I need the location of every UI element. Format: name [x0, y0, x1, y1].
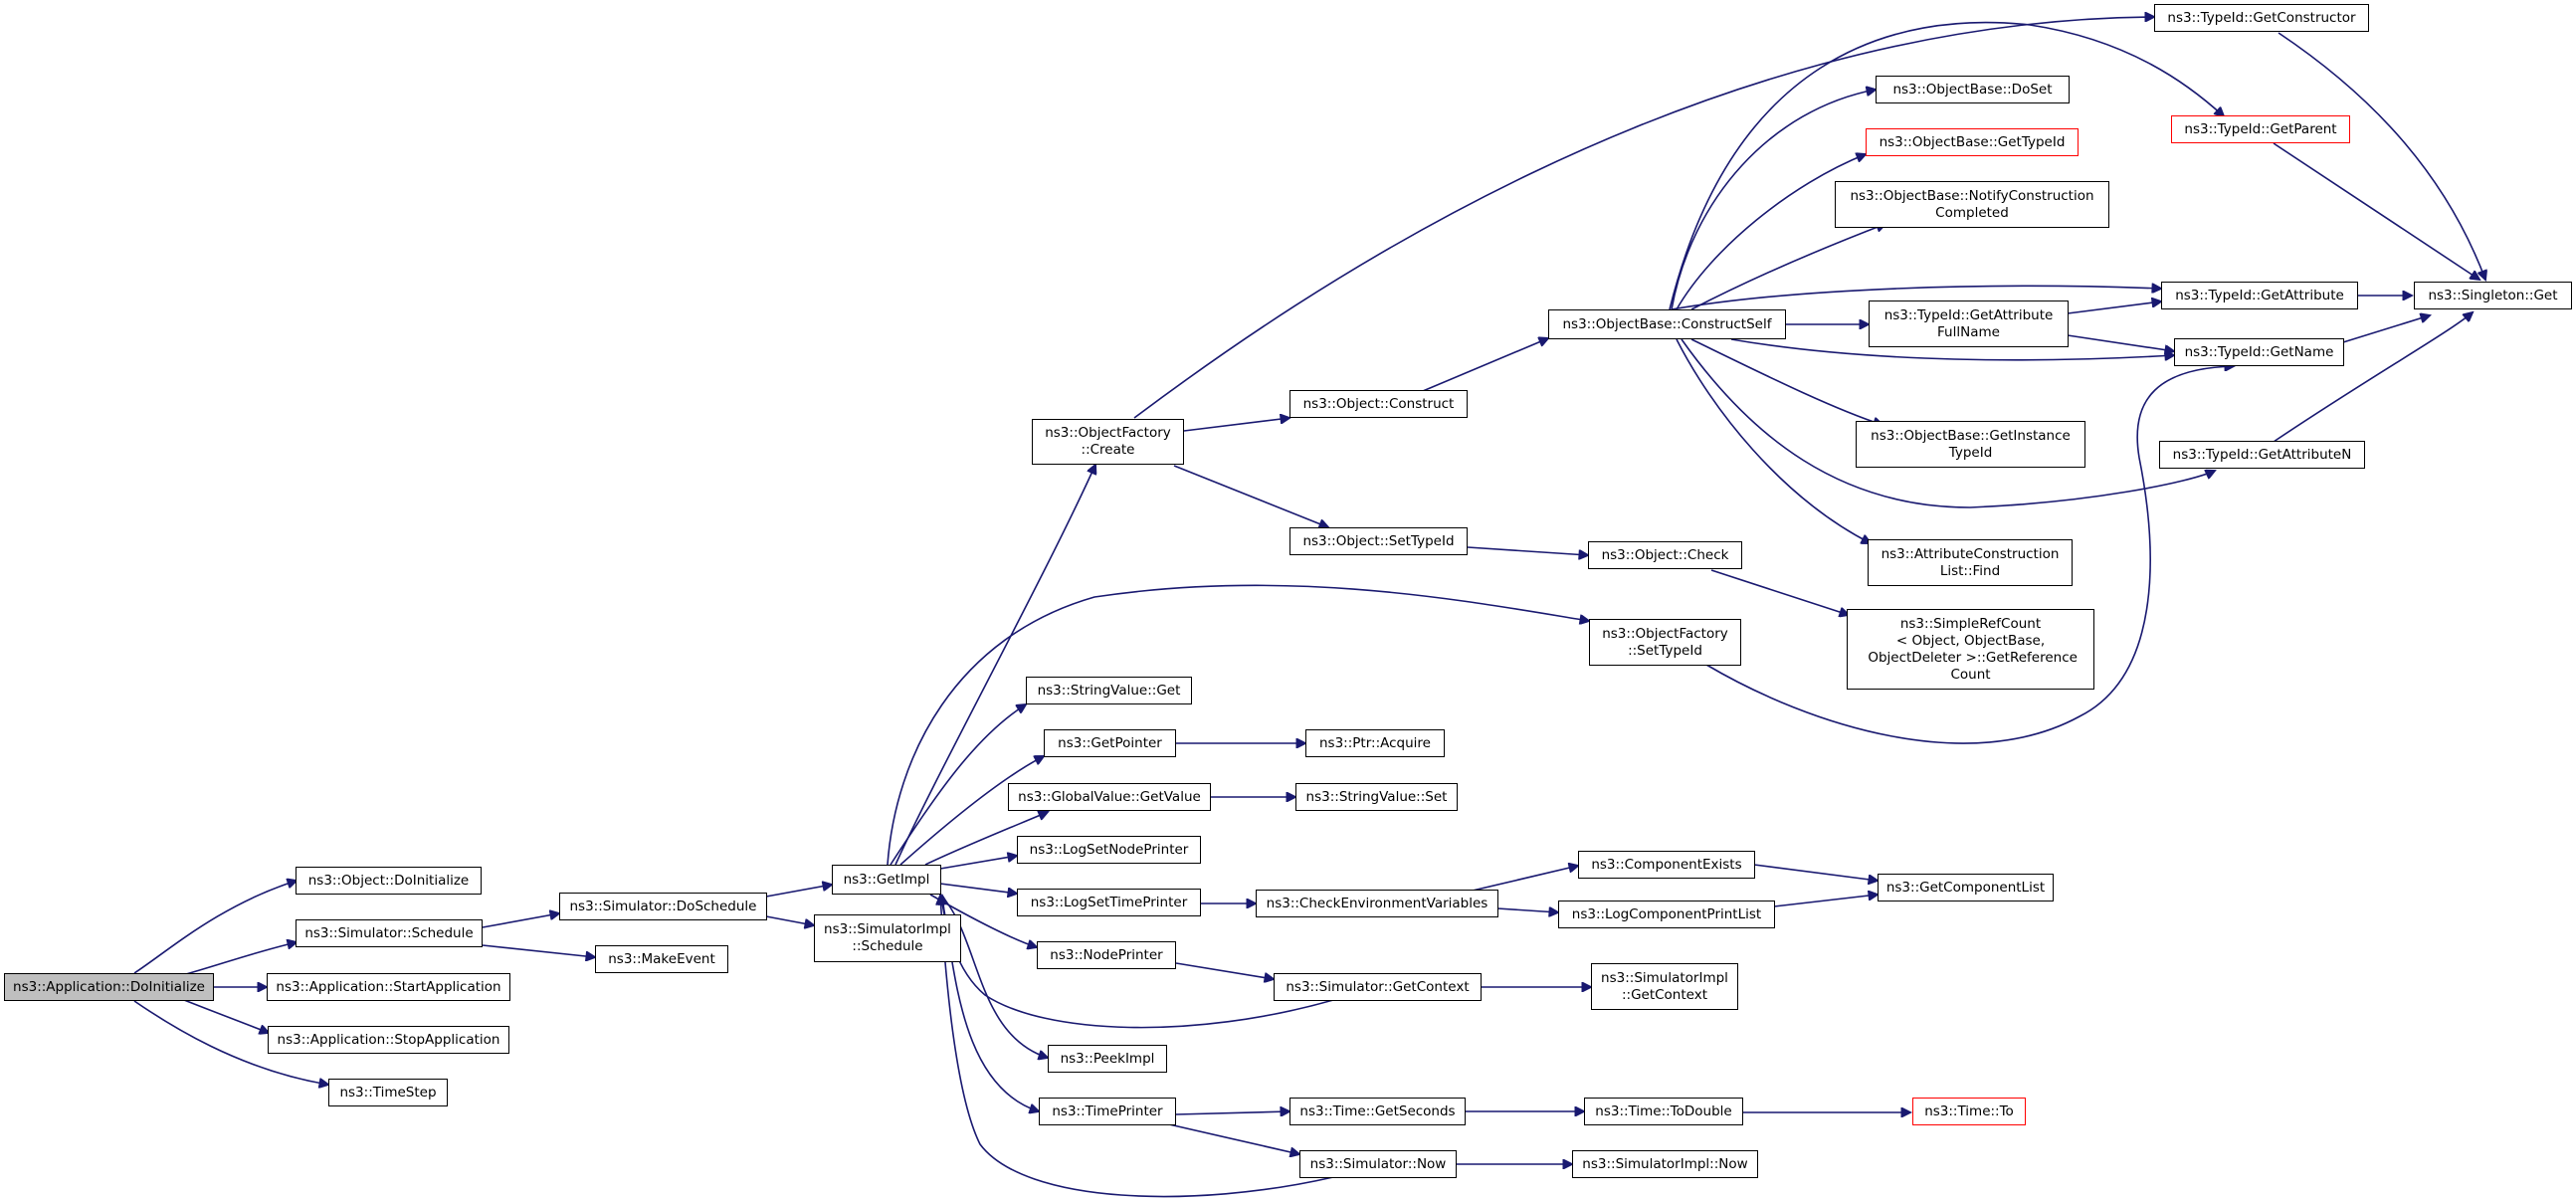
node-objectbase-constructself[interactable]: ns3::ObjectBase::ConstructSelf — [1548, 309, 1786, 339]
node-objectbase-doset[interactable]: ns3::ObjectBase::DoSet — [1876, 76, 2070, 103]
edge-getparent-singleton — [2273, 142, 2479, 280]
node-stringvalue-get[interactable]: ns3::StringValue::Get — [1026, 677, 1192, 704]
edge-objectfactory-settypeid-getname — [1705, 366, 2234, 744]
edge-getattributefullname-getattribute — [2067, 301, 2161, 314]
edge-getattributefullname-getname — [2067, 334, 2174, 351]
edge-doinitialize-object-doinitialize — [133, 881, 297, 974]
edge-constructself-getattributen — [1681, 338, 2215, 508]
edge-getimpl-peekimpl — [939, 894, 1048, 1058]
node-componentexists[interactable]: ns3::ComponentExists — [1578, 851, 1755, 879]
node-getpointer[interactable]: ns3::GetPointer — [1044, 729, 1176, 757]
node-singleton-get[interactable]: ns3::Singleton::Get — [2414, 282, 2572, 309]
edge-doschedule-simulatorimpl-schedule — [765, 915, 814, 925]
node-ptr-acquire[interactable]: ns3::Ptr::Acquire — [1305, 729, 1445, 757]
edge-constructself-attributeconstructionlist-find — [1676, 338, 1871, 543]
edge-schedule-makeevent — [482, 944, 595, 957]
edge-doinitialize-stopapplication — [178, 997, 269, 1033]
node-object-doinitialize[interactable]: ns3::Object::DoInitialize — [296, 867, 482, 895]
edge-doschedule-getimpl — [765, 885, 832, 898]
edge-create-object-settypeid — [1173, 465, 1328, 527]
node-simulatorimpl-now[interactable]: ns3::SimulatorImpl::Now — [1572, 1150, 1758, 1178]
edge-getimpl-getpointer — [899, 756, 1044, 866]
edge-schedule-doschedule — [482, 913, 559, 928]
node-typeid-getattribute[interactable]: ns3::TypeId::GetAttribute — [2161, 282, 2358, 309]
node-typeid-getconstructor[interactable]: ns3::TypeId::GetConstructor — [2154, 4, 2369, 32]
edge-componentexists-getcomponentlist — [1753, 864, 1878, 881]
node-objectbase-notifyconstructioncompleted[interactable]: ns3::ObjectBase::NotifyConstruction Comp… — [1835, 181, 2109, 228]
edge-checkenv-componentexists — [1472, 866, 1578, 892]
edge-constructself-gettypeid — [1676, 154, 1866, 310]
node-simplerefcount-getreferencecount[interactable]: ns3::SimpleRefCount < Object, ObjectBase… — [1847, 609, 2094, 690]
edge-settypeid-object-check — [1467, 546, 1588, 555]
edge-constructself-getparent — [1669, 21, 2224, 310]
edge-doinitialize-timestep — [133, 1000, 328, 1085]
node-simulatorimpl-getcontext[interactable]: ns3::SimulatorImpl ::GetContext — [1591, 963, 1738, 1010]
node-objectbase-getinstancetypeid[interactable]: ns3::ObjectBase::GetInstance TypeId — [1856, 421, 2085, 468]
node-simulator-doschedule[interactable]: ns3::Simulator::DoSchedule — [559, 893, 767, 920]
node-objectbase-gettypeid[interactable]: ns3::ObjectBase::GetTypeId — [1866, 128, 2079, 156]
node-peekimpl[interactable]: ns3::PeekImpl — [1048, 1045, 1167, 1073]
node-globalvalue-getvalue[interactable]: ns3::GlobalValue::GetValue — [1008, 783, 1211, 811]
edge-getimpl-objectfactory-settypeid — [887, 584, 1589, 866]
edge-constructself-getinstancetypeid — [1690, 338, 1882, 425]
edge-create-object-construct — [1183, 418, 1289, 432]
edge-constructself-getname — [1730, 338, 2174, 361]
node-object-construct[interactable]: ns3::Object::Construct — [1289, 390, 1468, 418]
node-attributeconstructionlist-find[interactable]: ns3::AttributeConstruction List::Find — [1868, 539, 2073, 586]
node-getcomponentlist[interactable]: ns3::GetComponentList — [1878, 874, 2054, 902]
node-application-startapplication[interactable]: ns3::Application::StartApplication — [267, 973, 510, 1001]
edge-getimpl-stringvalue-get — [890, 704, 1026, 866]
node-getimpl[interactable]: ns3::GetImpl — [832, 865, 941, 895]
node-makeevent[interactable]: ns3::MakeEvent — [595, 945, 728, 973]
edge-constructself-doset — [1671, 90, 1876, 310]
node-application-stopapplication[interactable]: ns3::Application::StopApplication — [268, 1026, 509, 1054]
node-time-getseconds[interactable]: ns3::Time::GetSeconds — [1289, 1098, 1466, 1125]
edge-doinitialize-simulator-schedule — [178, 942, 297, 977]
edge-getattributen-singleton — [2273, 312, 2473, 443]
edge-getimpl-logsetnodeprinter — [939, 856, 1017, 870]
edge-getimpl-objectfactory-create — [894, 465, 1095, 866]
edge-construct-constructself — [1422, 338, 1548, 392]
edge-getname-singleton — [2342, 315, 2430, 343]
node-timeprinter[interactable]: ns3::TimePrinter — [1039, 1098, 1176, 1125]
node-typeid-getattributefullname[interactable]: ns3::TypeId::GetAttribute FullName — [1869, 300, 2069, 347]
node-simulatorimpl-schedule[interactable]: ns3::SimulatorImpl ::Schedule — [814, 914, 961, 962]
node-logsetnodeprinter[interactable]: ns3::LogSetNodePrinter — [1017, 836, 1201, 864]
node-logcomponentprintlist[interactable]: ns3::LogComponentPrintList — [1558, 901, 1775, 928]
node-logsettimeprinter[interactable]: ns3::LogSetTimePrinter — [1017, 889, 1201, 916]
edge-create-getconstructor — [1133, 17, 2154, 419]
node-typeid-getparent[interactable]: ns3::TypeId::GetParent — [2171, 115, 2350, 143]
edge-checkenv-logcomponentprintlist — [1496, 908, 1558, 912]
node-simulator-getcontext[interactable]: ns3::Simulator::GetContext — [1274, 973, 1482, 1001]
node-nodeprinter[interactable]: ns3::NodePrinter — [1037, 941, 1176, 969]
edge-nodeprinter-getcontext — [1175, 962, 1274, 979]
edge-now-getimpl — [940, 896, 1334, 1198]
node-stringvalue-set[interactable]: ns3::StringValue::Set — [1295, 783, 1458, 811]
edge-check-simplerefcount — [1710, 569, 1849, 615]
node-time-to[interactable]: ns3::Time::To — [1912, 1098, 2026, 1125]
node-timestep[interactable]: ns3::TimeStep — [328, 1079, 448, 1106]
node-objectfactory-settypeid[interactable]: ns3::ObjectFactory ::SetTypeId — [1589, 619, 1741, 666]
node-simulator-schedule[interactable]: ns3::Simulator::Schedule — [296, 919, 483, 947]
node-simulator-now[interactable]: ns3::Simulator::Now — [1299, 1150, 1457, 1178]
node-object-check[interactable]: ns3::Object::Check — [1588, 541, 1742, 569]
edge-timeprinter-getseconds — [1175, 1111, 1289, 1114]
edge-timeprinter-simulator-now — [1168, 1123, 1299, 1154]
edge-getimpl-globalvalue-getvalue — [924, 812, 1048, 866]
edge-constructself-notifyconstructioncompleted — [1690, 224, 1885, 310]
node-typeid-getname[interactable]: ns3::TypeId::GetName — [2174, 338, 2344, 366]
edge-constructself-getattribute — [1671, 286, 2161, 310]
edge-getimpl-logsettimeprinter — [939, 883, 1017, 894]
edge-getconstructor-singleton — [2278, 32, 2485, 280]
node-checkenvironmentvariables[interactable]: ns3::CheckEnvironmentVariables — [1256, 890, 1498, 917]
node-typeid-getattributen[interactable]: ns3::TypeId::GetAttributeN — [2159, 441, 2365, 469]
node-time-todouble[interactable]: ns3::Time::ToDouble — [1584, 1098, 1743, 1125]
node-objectfactory-create[interactable]: ns3::ObjectFactory ::Create — [1032, 419, 1184, 465]
node-object-settypeid[interactable]: ns3::Object::SetTypeId — [1289, 527, 1468, 555]
edge-logcomponentprintlist-getcomponentlist — [1773, 895, 1878, 907]
node-application-doinitialize[interactable]: ns3::Application::DoInitialize — [4, 973, 214, 1001]
